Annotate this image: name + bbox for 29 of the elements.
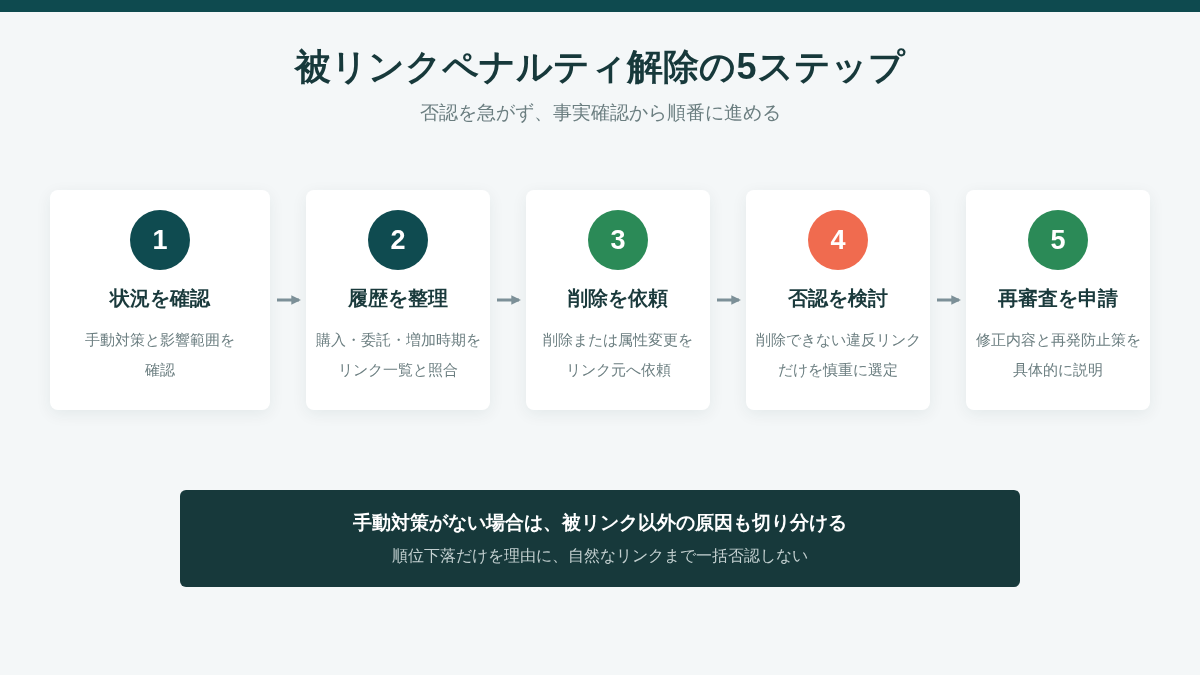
step-number-circle: 1 <box>130 210 190 270</box>
note-panel <box>180 490 1020 587</box>
step-heading: 再審査を申請 <box>998 286 1118 311</box>
step-description: 購入・委託・増加時期をリンク一覧と照合 <box>314 330 482 380</box>
step-card <box>746 190 930 410</box>
title: 被リンクペナルティ解除の5ステップ <box>295 45 905 89</box>
arrow <box>497 295 521 305</box>
step-card <box>50 190 270 410</box>
step-number-circle: 3 <box>588 210 648 270</box>
step-description: 削除または属性変更をリンク元へ依頼 <box>542 330 694 380</box>
arrow <box>717 295 741 305</box>
arrow <box>277 295 301 305</box>
subtitle: 否認を急がず、事実確認から順番に進める <box>419 101 781 125</box>
step-heading: 履歴を整理 <box>348 286 448 311</box>
note-text: 順位下落だけを理由に、自然なリンクまで一括否認しない <box>392 545 808 566</box>
step-number-circle: 5 <box>1028 210 1088 270</box>
step-card <box>526 190 710 410</box>
note-heading: 手動対策がない場合は、被リンク以外の原因も切り分ける <box>353 510 847 535</box>
step-heading: 状況を確認 <box>110 286 210 311</box>
arrow <box>937 295 961 305</box>
step-number-circle: 2 <box>368 210 428 270</box>
step-heading: 否認を検討 <box>788 286 888 311</box>
step-card <box>966 190 1150 410</box>
step-description: 修正内容と再発防止策を具体的に説明 <box>974 330 1142 380</box>
step-number-circle: 4 <box>808 210 868 270</box>
step-description: 手動対策と影響範囲を確認 <box>84 330 236 380</box>
step-description: 削除できない違反リンクだけを慎重に選定 <box>754 330 922 380</box>
step-heading: 削除を依頼 <box>568 286 668 311</box>
step-card <box>306 190 490 410</box>
